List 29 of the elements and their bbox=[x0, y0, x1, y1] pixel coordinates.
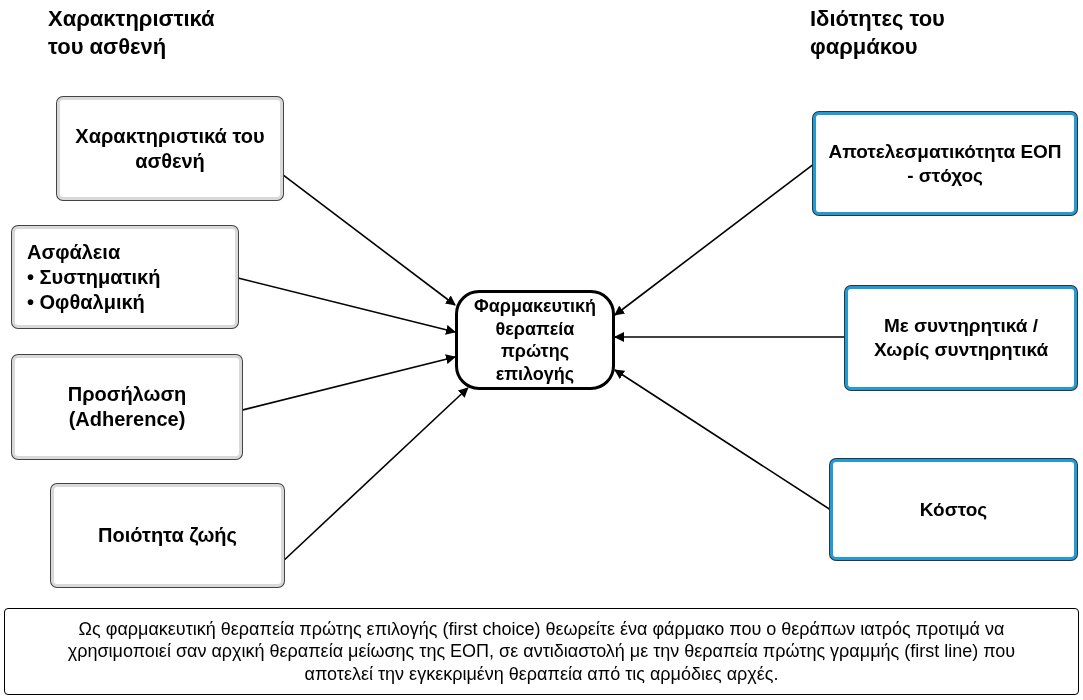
factor-box bbox=[830, 459, 1077, 560]
factor-box bbox=[57, 97, 283, 200]
arrow bbox=[283, 387, 469, 561]
box-label: Φαρμακευτική θεραπεία πρώτης επιλογής bbox=[472, 295, 598, 385]
box-label: Κόστος bbox=[919, 497, 988, 522]
box-label: • Συστηματική bbox=[27, 264, 161, 290]
note-box bbox=[4, 608, 1079, 695]
arrow bbox=[241, 354, 456, 411]
box-label: Χαρακτηριστικά του ασθενή bbox=[74, 123, 266, 174]
central-box bbox=[455, 290, 615, 390]
box-label: Προσήλωση (Adherence) bbox=[66, 382, 188, 432]
box-label: Αποτελεσματικότητα ΕΟΠ - στόχος bbox=[827, 139, 1063, 188]
box-label: Ασφάλεια bbox=[27, 239, 121, 265]
box-label: Ποιότητα ζωής bbox=[98, 523, 237, 548]
factor-box bbox=[845, 286, 1077, 390]
factor-box bbox=[813, 112, 1077, 215]
factor-box bbox=[12, 355, 242, 459]
box-label: • Οφθαλμική bbox=[27, 289, 145, 315]
arrow bbox=[237, 277, 456, 335]
arrow bbox=[282, 174, 456, 306]
arrow bbox=[614, 163, 814, 316]
arrow bbox=[614, 369, 831, 511]
arrow bbox=[614, 332, 846, 342]
factor-box bbox=[12, 226, 238, 328]
column-heading: Ιδιότητες του φαρμάκου bbox=[810, 5, 946, 60]
column-heading: Χαρακτηριστικά του ασθενή bbox=[48, 5, 216, 60]
note-text: Ως φαρμακευτική θεραπεία πρώτης επιλογής (first choice) θεωρείτε ένα φάρμακο που ο θεράπων ιατρός προτιμά να χρησιμοποιεί σαν αρχική θεραπεία μείωσης της ΕΟΠ, σε αντιδιαστολή με την θεραπεία πρώτης γραμμής (first line) που αποτελεί την εγκεκριμένη θεραπεία από τις αρμόδιες αρχές. bbox=[66, 617, 1017, 686]
factor-box bbox=[51, 484, 284, 587]
box-label: Με συντηρητικά / Χωρίς συντηρητικά bbox=[872, 314, 1050, 362]
